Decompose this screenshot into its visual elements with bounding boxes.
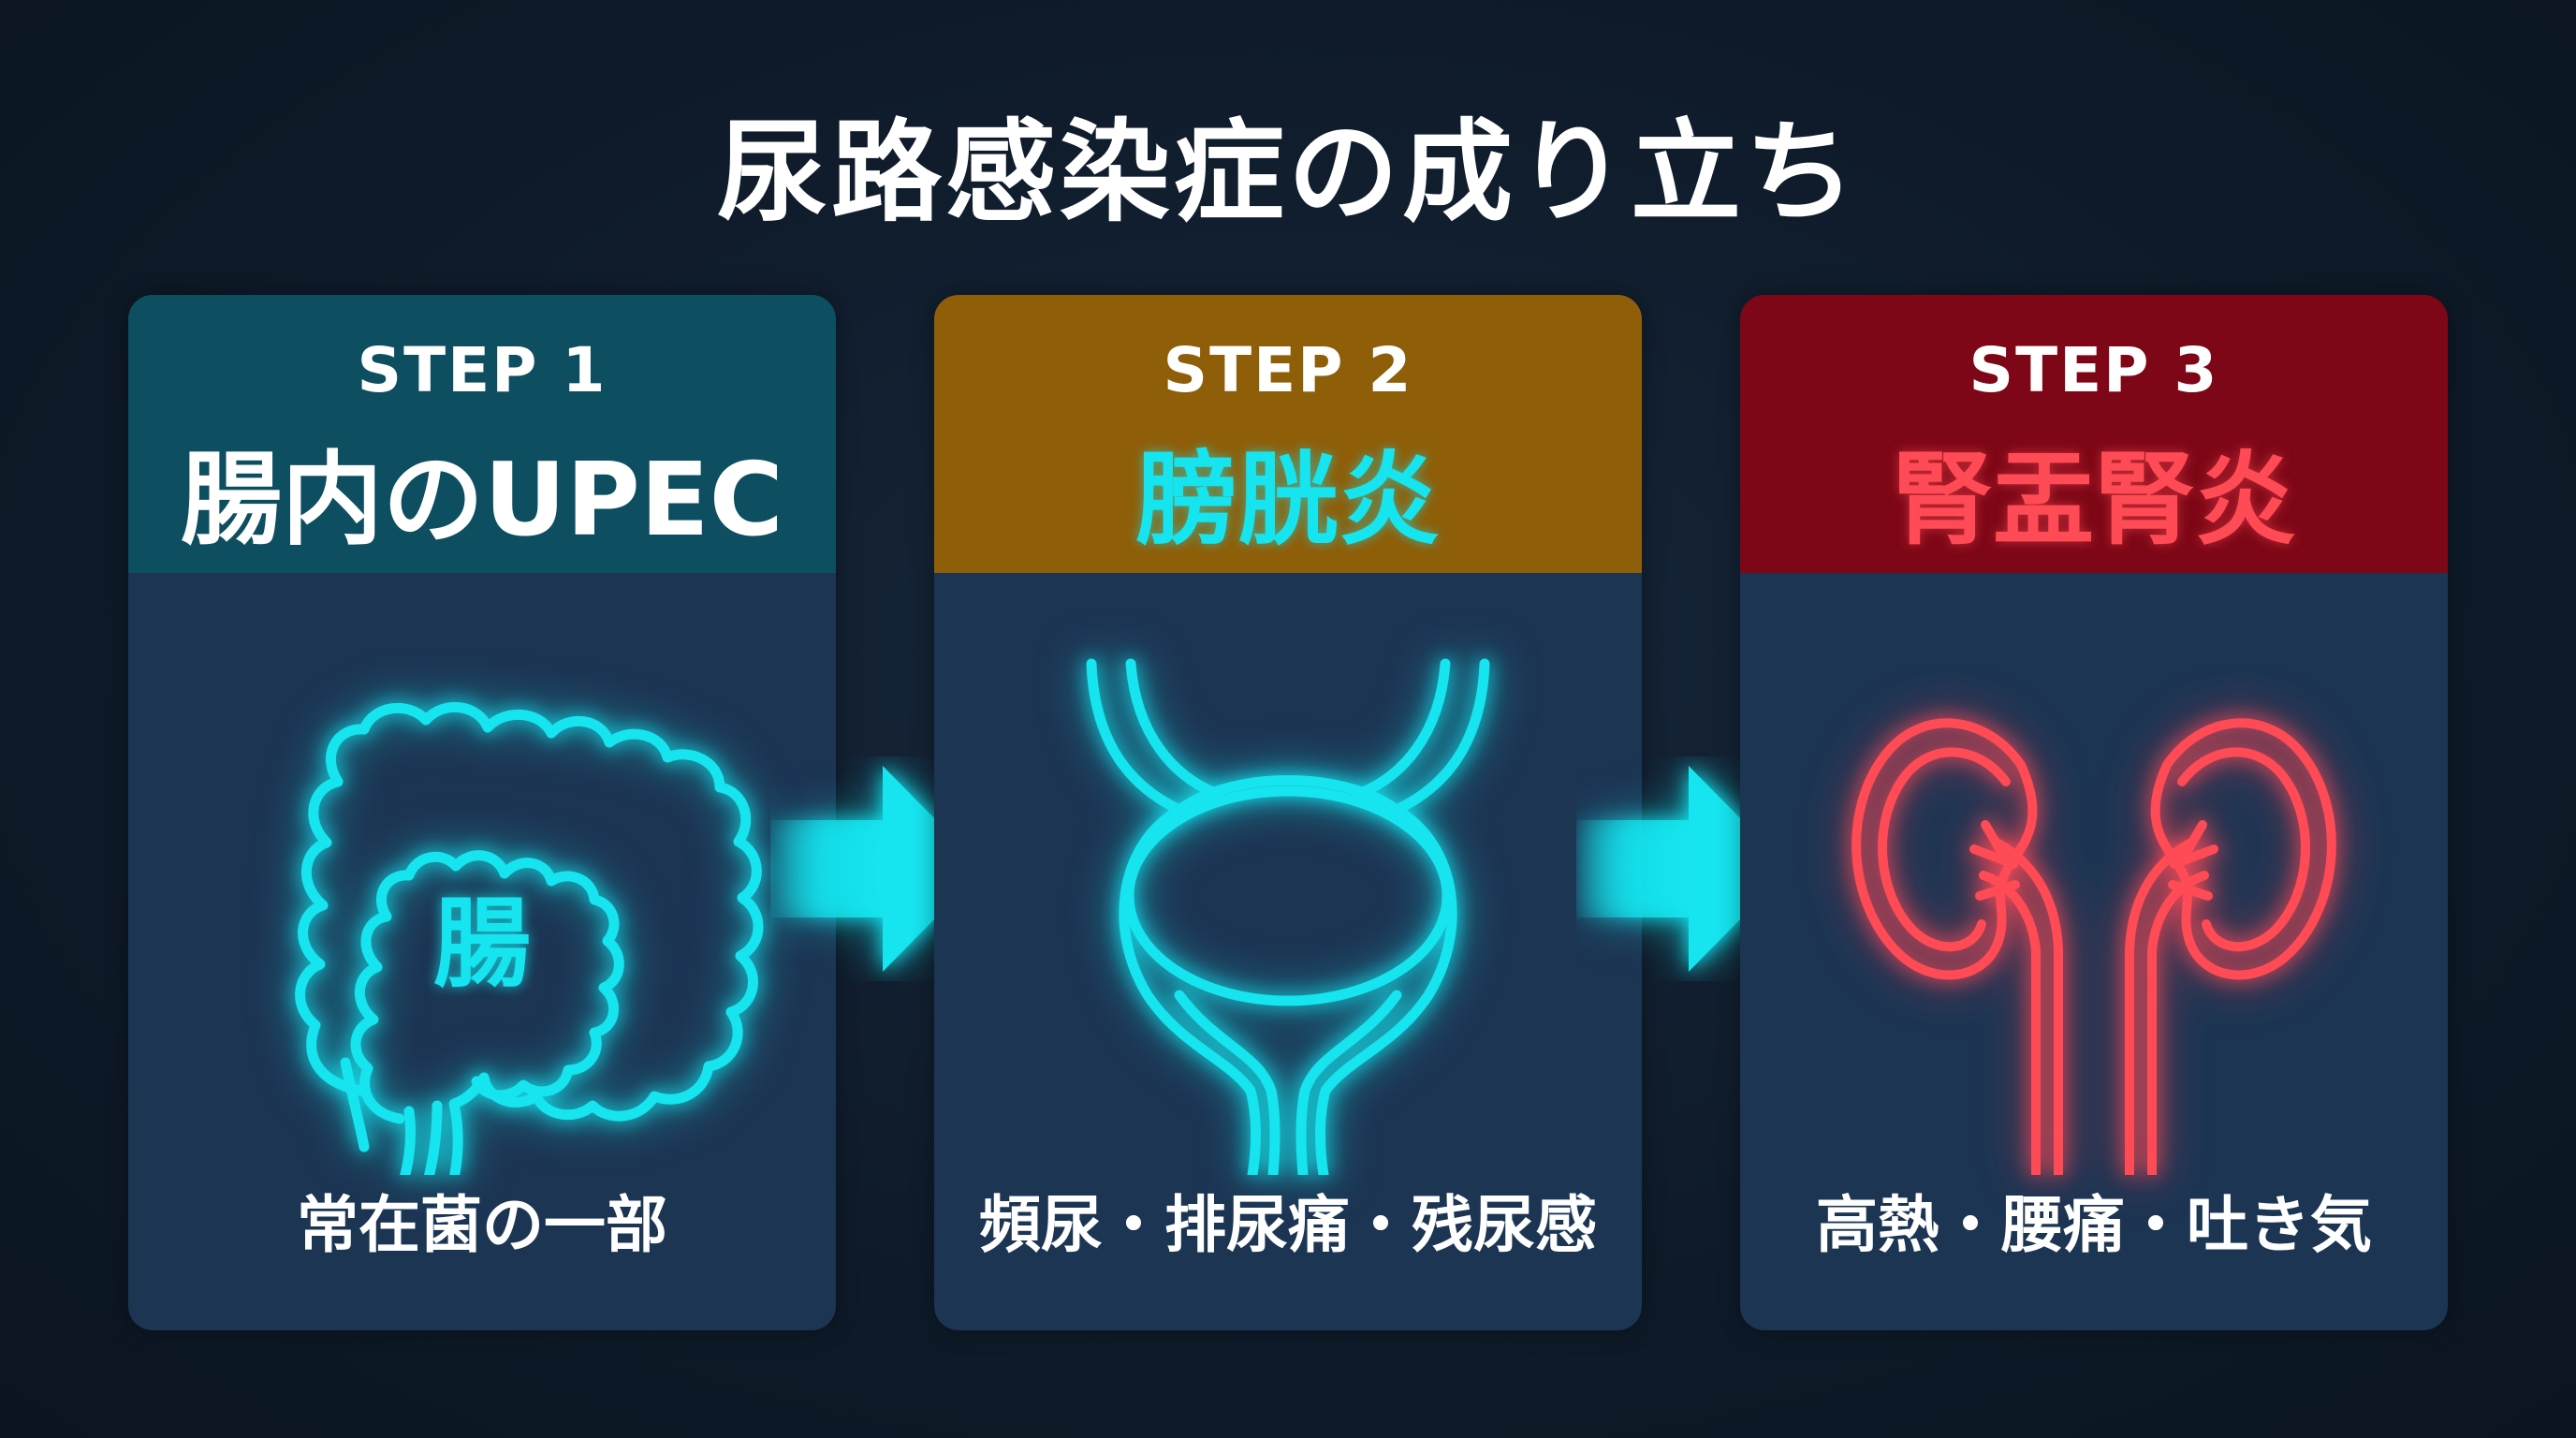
arrow-right-icon xyxy=(1576,756,1792,985)
step-caption-3: 高熱・腰痛・吐き気 xyxy=(1816,1189,2372,1261)
kidneys-icon xyxy=(1740,651,2448,1231)
intestine-icon: 腸 xyxy=(128,651,836,1231)
step-card-3-header: STEP 3 腎盂腎炎 xyxy=(1740,295,2448,573)
step-label-2: STEP 2 xyxy=(1163,334,1413,406)
step-card-2: STEP 2 膀胱炎 頻尿・排尿痛・残尿感 xyxy=(934,295,1642,1330)
step-label-1: STEP 1 xyxy=(357,334,607,406)
intestine-label: 腸 xyxy=(432,887,531,1001)
bladder-icon xyxy=(934,651,1642,1231)
step-card-1: STEP 1 腸内のUPEC 腸 常在菌の一部 xyxy=(128,295,836,1330)
step-headline-3: 腎盂腎炎 xyxy=(1891,442,2296,559)
step-caption-2: 頻尿・排尿痛・残尿感 xyxy=(979,1189,1597,1261)
step-headline-1: 腸内のUPEC xyxy=(181,442,783,559)
step-card-2-header: STEP 2 膀胱炎 xyxy=(934,295,1642,573)
arrow-right-icon xyxy=(770,756,986,985)
step-label-3: STEP 3 xyxy=(1969,334,2219,406)
page-title: 尿路感染症の成り立ち xyxy=(716,108,1859,237)
step-caption-1: 常在菌の一部 xyxy=(297,1189,667,1261)
step-card-3: STEP 3 腎盂腎炎 高熱・腰痛 xyxy=(1740,295,2448,1330)
step-card-1-header: STEP 1 腸内のUPEC xyxy=(128,295,836,573)
step-headline-2: 膀胱炎 xyxy=(1135,442,1440,559)
